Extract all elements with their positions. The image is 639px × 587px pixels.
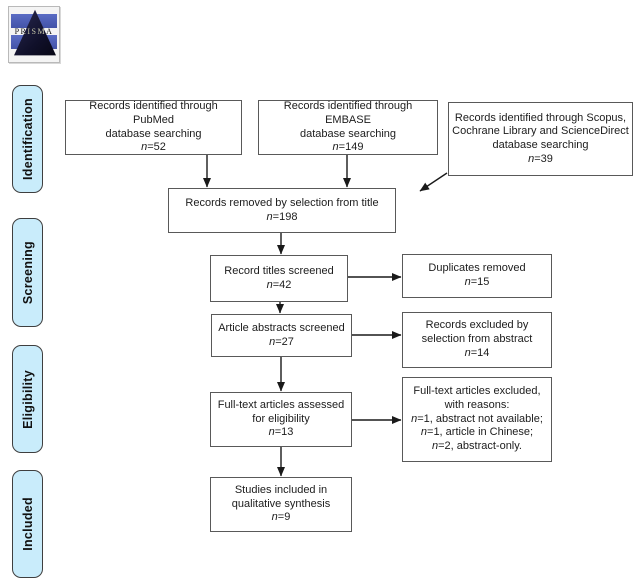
stage-label-text: Included xyxy=(20,497,35,551)
box-text-line: Records identified through Scopus, xyxy=(454,111,627,124)
box-text-line: Studies included in xyxy=(234,483,328,496)
box-text-line: Article abstracts screened xyxy=(218,321,345,334)
box-exclusion-reason: n=2, abstract-only. xyxy=(432,440,522,453)
box-count: n=52 xyxy=(141,141,166,154)
stage-label-identification: Identification xyxy=(12,85,43,193)
box-records-embase: Records identified through EMBASE databa… xyxy=(258,100,438,155)
stage-label-text: Identification xyxy=(20,98,35,180)
box-text-line: Records identified through EMBASE xyxy=(283,100,413,126)
box-text-line: Full-text articles excluded, xyxy=(413,385,541,398)
box-count: n=13 xyxy=(268,426,294,439)
box-text-line: Records excluded by xyxy=(425,319,529,332)
box-exclusion-reason: n=1, article in Chinese; xyxy=(420,426,534,439)
box-studies-included: Studies included in qualitative synthesi… xyxy=(210,477,352,532)
box-text-line: Duplicates removed xyxy=(428,262,526,275)
stage-label-included: Included xyxy=(12,470,43,578)
box-records-removed-title: Records removed by selection from title … xyxy=(168,188,396,233)
stage-label-screening: Screening xyxy=(12,218,43,327)
stage-label-text: Eligibility xyxy=(20,369,35,429)
box-text-line: Full-text articles assessed xyxy=(217,398,345,411)
box-text-line: database searching xyxy=(299,127,396,140)
box-text-line: qualitative synthesis xyxy=(231,497,331,510)
arrow-scopus-to-removed xyxy=(419,172,448,192)
box-text-line: Record titles screened xyxy=(224,264,334,277)
box-exclusion-reason: n=1, abstract not available; xyxy=(411,412,543,425)
box-records-scopus: Records identified through Scopus, Cochr… xyxy=(448,102,633,176)
prisma-logo-text: PRISMA xyxy=(14,27,54,36)
box-count: n=15 xyxy=(464,276,490,288)
box-text-line: Cochrane Library and ScienceDirect xyxy=(452,125,629,138)
box-fulltext-excluded: Full-text articles excluded, with reason… xyxy=(402,377,552,462)
stage-label-text: Screening xyxy=(20,240,35,305)
prisma-logo: PRISMA xyxy=(8,6,60,63)
box-text-line: database searching xyxy=(492,139,589,151)
box-text-line: Records identified through PubMed xyxy=(89,100,218,126)
box-count: n=9 xyxy=(271,511,291,524)
box-duplicates-removed: Duplicates removed n=15 xyxy=(402,254,552,298)
stage-label-eligibility: Eligibility xyxy=(12,345,43,453)
box-count: n=14 xyxy=(464,346,490,359)
box-text-line: database searching xyxy=(105,127,202,140)
box-records-excluded-abstract: Records excluded by selection from abstr… xyxy=(402,312,552,368)
box-record-titles-screened: Record titles screened n=42 xyxy=(210,255,348,302)
box-count: n=198 xyxy=(266,210,298,223)
box-text-line: for eligibility xyxy=(252,412,310,425)
box-count: n=149 xyxy=(332,141,364,154)
box-count: n=39 xyxy=(528,152,553,165)
box-text-line: with reasons: xyxy=(444,398,510,411)
box-records-pubmed: Records identified through PubMed databa… xyxy=(65,100,242,155)
box-text-line: selection from abstract xyxy=(421,333,533,346)
box-text-line: Records removed by selection from title xyxy=(185,196,379,209)
box-count: n=27 xyxy=(269,335,294,348)
box-count: n=42 xyxy=(266,278,292,291)
box-fulltext-assessed: Full-text articles assessed for eligibil… xyxy=(210,392,352,447)
box-article-abstracts-screened: Article abstracts screened n=27 xyxy=(211,314,352,357)
